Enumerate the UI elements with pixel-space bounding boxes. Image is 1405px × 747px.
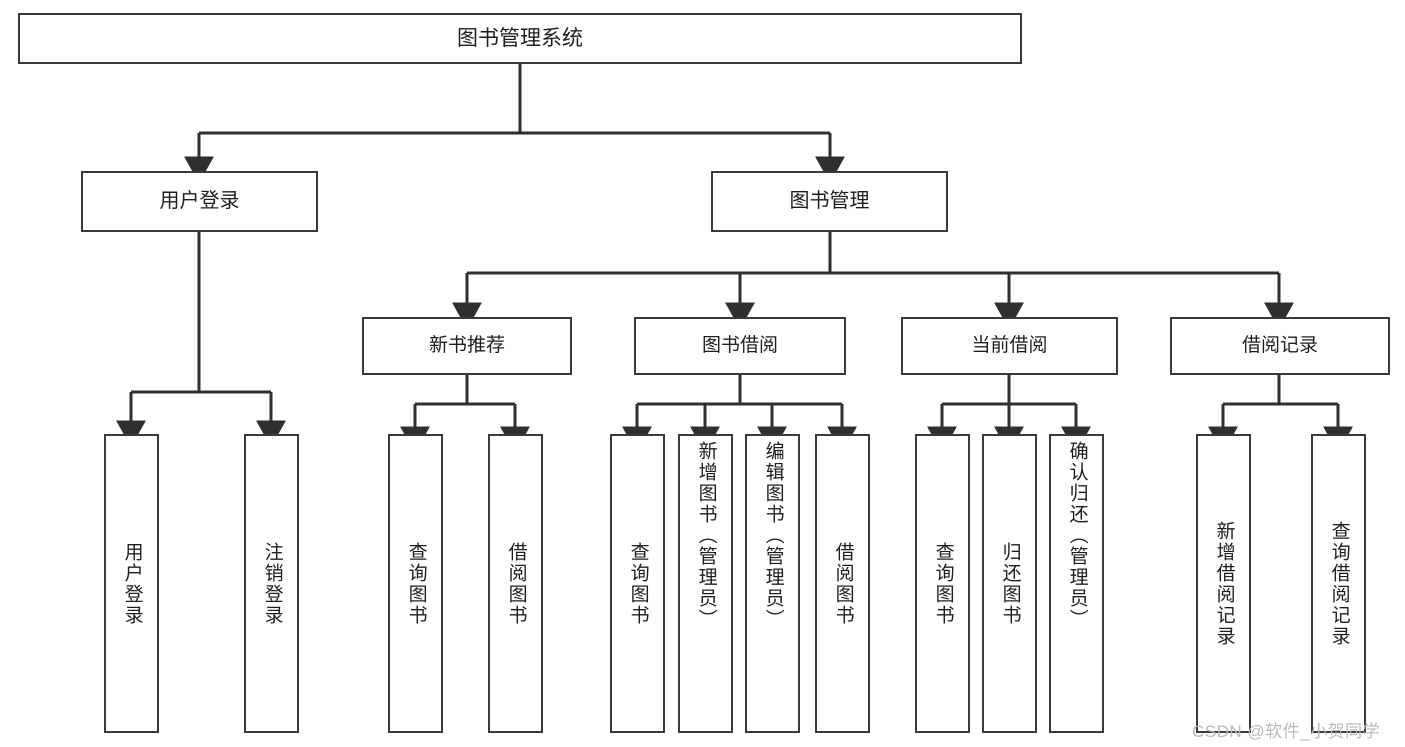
- leaf-query-book-recommend[interactable]: 查询图书: [388, 434, 443, 733]
- node-label: 用户登录: [121, 541, 143, 626]
- leaf-query-borrow-record[interactable]: 查询借阅记录: [1311, 434, 1366, 733]
- node-book-borrow[interactable]: 图书借阅: [634, 317, 846, 375]
- node-label: 借阅图书: [832, 541, 854, 626]
- leaf-query-book-borrow[interactable]: 查询图书: [610, 434, 665, 733]
- node-label: 用户登录: [159, 190, 240, 213]
- node-label: 查询图书: [405, 541, 427, 626]
- leaf-edit-book-admin[interactable]: 编辑图书（管理员）: [745, 434, 800, 733]
- node-label: 新书推荐: [428, 335, 505, 357]
- leaf-add-borrow-record[interactable]: 新增借阅记录: [1196, 434, 1251, 733]
- leaf-return-book[interactable]: 归还图书: [982, 434, 1037, 733]
- node-label: 图书借阅: [701, 335, 778, 357]
- leaf-logout[interactable]: 注销登录: [244, 434, 299, 733]
- node-label: 确认归还（管理员）: [1066, 441, 1088, 630]
- node-label: 查询图书: [932, 541, 954, 626]
- leaf-user-login[interactable]: 用户登录: [104, 434, 159, 733]
- leaf-confirm-return-admin[interactable]: 确认归还（管理员）: [1049, 434, 1104, 733]
- node-label: 当前借阅: [971, 335, 1048, 357]
- node-label: 图书管理系统: [457, 26, 583, 50]
- node-current-borrow[interactable]: 当前借阅: [901, 317, 1118, 375]
- node-label: 借阅记录: [1241, 335, 1318, 357]
- leaf-borrow-book[interactable]: 借阅图书: [815, 434, 870, 733]
- csdn-watermark: CSDN @软件_小贺同学: [1192, 722, 1381, 741]
- node-label: 新增借阅记录: [1213, 520, 1235, 647]
- node-label: 借阅图书: [505, 541, 527, 626]
- node-label: 查询图书: [627, 541, 649, 626]
- node-borrow-record[interactable]: 借阅记录: [1170, 317, 1390, 375]
- node-label: 注销登录: [261, 541, 283, 626]
- node-new-book-recommend[interactable]: 新书推荐: [362, 317, 572, 375]
- node-root-system[interactable]: 图书管理系统: [18, 13, 1022, 64]
- leaf-add-book-admin[interactable]: 新增图书（管理员）: [678, 434, 733, 733]
- leaf-borrow-book-recommend[interactable]: 借阅图书: [488, 434, 543, 733]
- node-user-login[interactable]: 用户登录: [81, 171, 318, 232]
- node-book-management[interactable]: 图书管理: [711, 171, 948, 232]
- node-label: 编辑图书（管理员）: [762, 441, 784, 630]
- node-label: 新增图书（管理员）: [695, 441, 717, 630]
- leaf-query-book-current[interactable]: 查询图书: [915, 434, 970, 733]
- node-label: 图书管理: [789, 190, 870, 213]
- node-label: 查询借阅记录: [1328, 520, 1350, 647]
- node-label: 归还图书: [999, 541, 1021, 626]
